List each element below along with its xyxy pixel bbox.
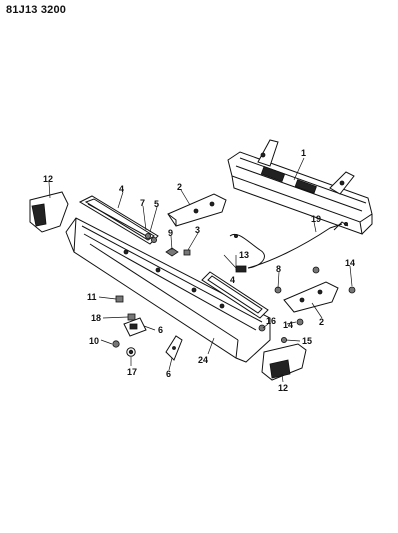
callout-12-right: 12	[278, 383, 288, 393]
leader-lines	[48, 157, 353, 383]
callout-labels: 1 2 2 3 4 4 5 6 6 7 8 9 10 11 12 12 13 1…	[43, 148, 355, 393]
callout-8: 8	[276, 264, 281, 274]
callout-14-right: 14	[345, 258, 355, 268]
callout-12-left: 12	[43, 174, 53, 184]
callout-5: 5	[154, 199, 159, 209]
callout-6-right: 6	[158, 325, 163, 335]
callout-6-bottom: 6	[166, 369, 171, 379]
callout-1: 1	[301, 148, 306, 158]
callout-17: 17	[127, 367, 137, 377]
connector-part	[235, 265, 247, 273]
document-id: 81J13 3200	[6, 4, 67, 16]
callout-15: 15	[302, 336, 312, 346]
callout-19: 19	[311, 214, 321, 224]
rear-bumper-part	[227, 139, 373, 235]
callout-2-lower: 2	[319, 317, 324, 327]
callout-13: 13	[239, 250, 249, 260]
callout-2-upper: 2	[177, 182, 182, 192]
callout-3: 3	[195, 225, 200, 235]
callout-11: 11	[87, 292, 97, 302]
callout-16: 16	[266, 316, 276, 326]
callout-4-upper: 4	[119, 184, 124, 194]
callout-18: 18	[91, 313, 101, 323]
bracket-lower-part	[283, 281, 339, 313]
step-pad-upper-part	[78, 195, 159, 245]
end-cap-left-part	[29, 191, 69, 233]
bracket-upper-part	[167, 193, 227, 227]
callout-7: 7	[140, 198, 145, 208]
step-pad-lower-part	[201, 271, 269, 319]
step-body-part	[65, 217, 271, 363]
end-cap-right-part	[261, 343, 307, 381]
callout-4-lower: 4	[230, 275, 235, 285]
wiring-harness-part	[229, 221, 349, 269]
callout-9: 9	[168, 228, 173, 238]
callout-24: 24	[198, 355, 208, 365]
callout-14-lower: 14	[283, 320, 293, 330]
hardware-parts	[112, 232, 356, 361]
callout-10: 10	[89, 336, 99, 346]
